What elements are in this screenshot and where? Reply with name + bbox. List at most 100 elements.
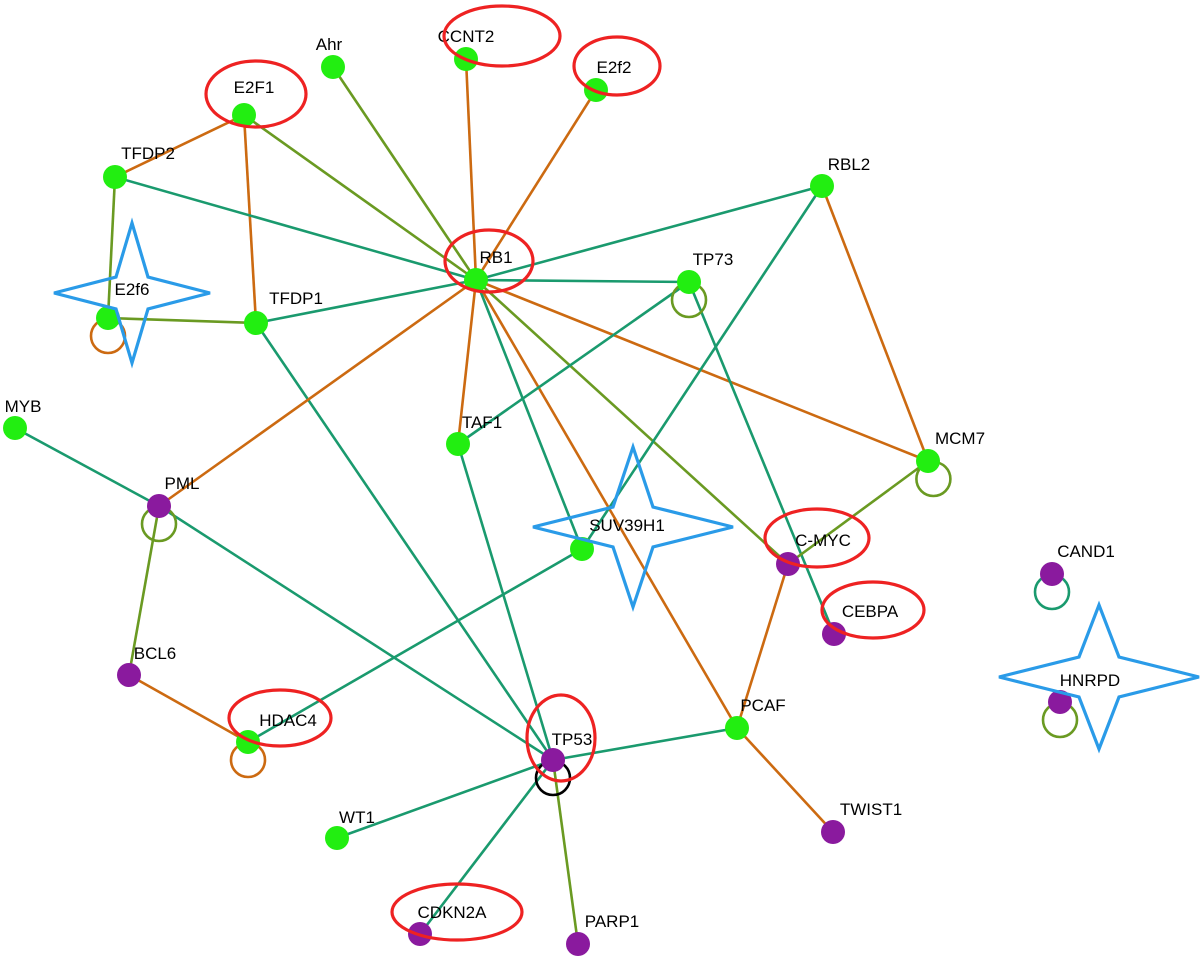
node-label-e2f1: E2F1 [234,78,275,97]
edge-taf1-tp53 [456,443,555,761]
node-cebpa[interactable] [822,622,846,646]
node-label-e2f2: E2f2 [597,58,632,77]
node-tfdp1[interactable] [244,311,268,335]
edge-bcl6-hdac4 [128,673,249,744]
edge-tp53-wt1 [336,758,554,840]
node-label-hdac4: HDAC4 [259,711,317,730]
edge-ahr-rb1 [331,66,478,281]
edge-pcaf-twist1 [736,727,834,833]
edge-pml-tp53 [158,504,554,762]
edge-rb1-pcaf [474,279,739,729]
node-label-ahr: Ahr [316,35,343,54]
node-tfdp2[interactable] [103,165,127,189]
node-pcaf[interactable] [725,716,749,740]
edge-myb-pml [14,426,160,508]
highlight-star-suv39h1 [532,441,734,613]
node-wt1[interactable] [325,826,349,850]
edge-tfdp1-tp53 [254,322,555,761]
node-label-tfdp2: TFDP2 [121,144,175,163]
edge-tfdp2-rb1 [114,175,477,282]
node-label-tfdp1: TFDP1 [269,289,323,308]
node-cand1[interactable] [1040,562,1064,586]
highlight-ring-c-myc [763,507,871,569]
highlight-ring-tp53 [525,693,597,783]
highlight-star-e2f6 [53,217,211,369]
node-label-myb: MYB [5,397,42,416]
node-rbl2[interactable] [810,174,834,198]
node-label-mcm7: MCM7 [935,429,985,448]
edge-rb1-tp73 [475,278,690,284]
highlight-ring-e2f2 [572,35,662,97]
node-label-twist1: TWIST1 [840,800,902,819]
node-label-parp1: PARP1 [585,912,640,931]
node-myb[interactable] [3,416,27,440]
node-label-rb1: RB1 [479,248,512,267]
edge-rb1-mcm7 [475,278,929,463]
edge-e2f1-tfdp1 [242,114,258,324]
highlights-layer [53,4,1200,942]
edge-rb1-taf1 [456,279,478,445]
edge-rbl2-suv39h1 [580,185,824,550]
highlight-ring-hdac4 [227,688,333,748]
node-label-hnrpd: HNRPD [1060,671,1120,690]
node-ahr[interactable] [321,55,345,79]
node-hnrpd[interactable] [1048,690,1072,714]
edge-tp53-cdkn2a [418,759,555,935]
node-bcl6[interactable] [117,663,141,687]
node-label-wt1: WT1 [339,808,375,827]
edge-e2f2-rb1 [474,89,598,281]
node-taf1[interactable] [446,432,470,456]
node-label-cebpa: CEBPA [842,602,899,621]
edge-tfdp2-e2f6 [106,176,117,319]
node-label-rbl2: RBL2 [828,155,871,174]
edge-tp73-cebpa [687,281,836,635]
highlight-star-hnrpd [998,600,1200,754]
node-label-bcl6: BCL6 [134,644,177,663]
node-label-e2f6: E2f6 [115,280,150,299]
highlight-ring-cebpa [820,580,926,640]
node-twist1[interactable] [821,820,845,844]
edge-pcaf-tp53 [552,726,738,762]
node-e2f1[interactable] [232,103,256,127]
node-parp1[interactable] [566,932,590,956]
edge-tp73-taf1 [457,280,690,446]
node-label-pcaf: PCAF [740,696,785,715]
node-label-cdkn2a: CDKN2A [418,903,488,922]
edge-ccnt2-rb1 [464,58,478,281]
highlight-ring-cdkn2a [390,882,524,942]
edge-tfdp1-rb1 [255,278,477,325]
edge-e2f1-tfdp2 [114,113,245,179]
edge-e2f6-tfdp1 [107,316,257,325]
node-label-tp73: TP73 [693,250,734,269]
node-suv39h1[interactable] [570,537,594,561]
edge-c-myc-pcaf [735,563,790,729]
node-label-suv39h1: SUV39H1 [589,516,665,535]
nodes-layer [3,47,1072,956]
edge-rb1-c-myc [475,279,789,565]
node-e2f6[interactable] [96,306,120,330]
node-label-ccnt2: CCNT2 [438,27,495,46]
node-tp53[interactable] [541,748,565,772]
node-mcm7[interactable] [916,449,940,473]
node-label-tp53: TP53 [552,730,593,749]
node-pml[interactable] [147,494,171,518]
highlight-ring-rb1 [443,228,535,294]
node-tp73[interactable] [677,270,701,294]
edge-rb1-suv39h1 [474,279,584,550]
node-label-c-myc: C-MYC [795,531,851,550]
node-rb1[interactable] [464,268,488,292]
node-label-pml: PML [165,474,200,493]
edge-tp53-parp1 [551,759,580,945]
edge-pml-bcl6 [127,505,161,676]
edge-rbl2-mcm7 [820,185,930,462]
edge-e2f1-rb1 [243,113,477,282]
node-label-taf1: TAF1 [462,413,502,432]
edge-suv39h1-hdac4 [247,547,583,744]
highlight-ring-ccnt2 [442,4,562,68]
edge-rb1-pml [158,278,477,508]
edge-mcm7-c-myc [787,459,929,566]
node-label-cand1: CAND1 [1057,542,1115,561]
